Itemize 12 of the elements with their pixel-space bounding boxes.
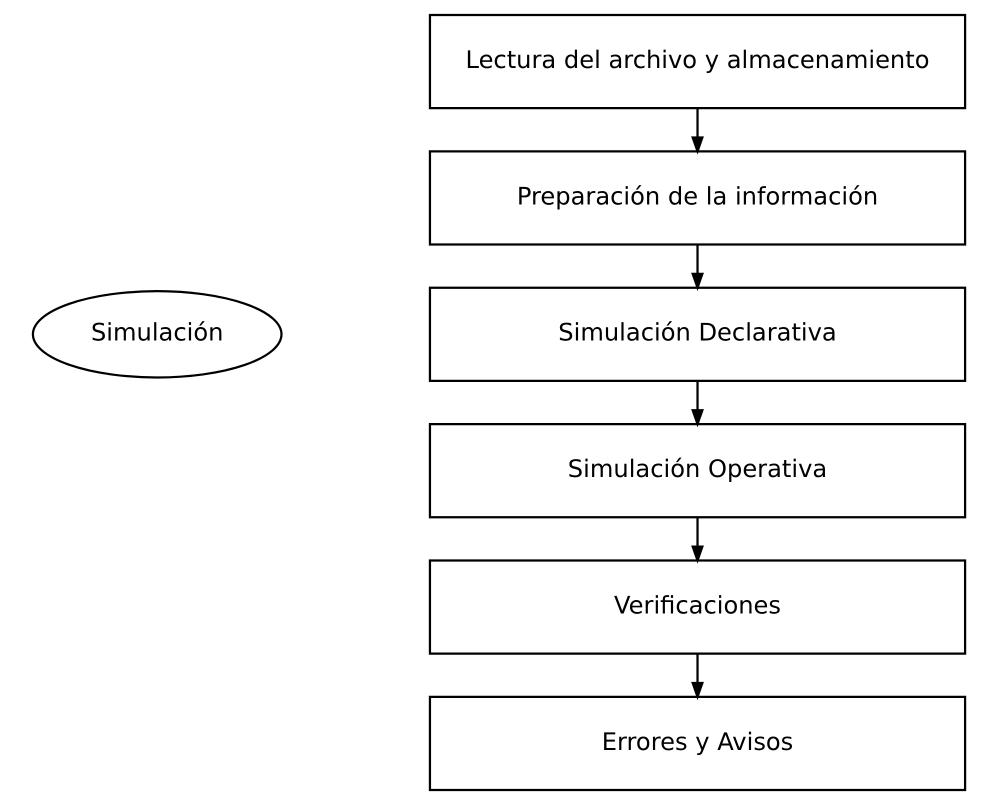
arrow bbox=[690, 517, 704, 564]
node-box: Errores y Avisos bbox=[428, 696, 966, 792]
node-box: Simulación Declarativa bbox=[428, 286, 966, 382]
arrow bbox=[690, 244, 704, 292]
arrow bbox=[690, 108, 704, 155]
arrow bbox=[690, 654, 704, 700]
node-box: Lectura del archivo y almacenamiento bbox=[428, 14, 966, 110]
node-box: Preparación de la información bbox=[428, 150, 966, 246]
node-box: Verificaciones bbox=[428, 559, 966, 655]
arrow bbox=[690, 381, 704, 428]
node-box: Simulación Operativa bbox=[428, 422, 966, 518]
node-ellipse: Simulación bbox=[31, 290, 282, 379]
